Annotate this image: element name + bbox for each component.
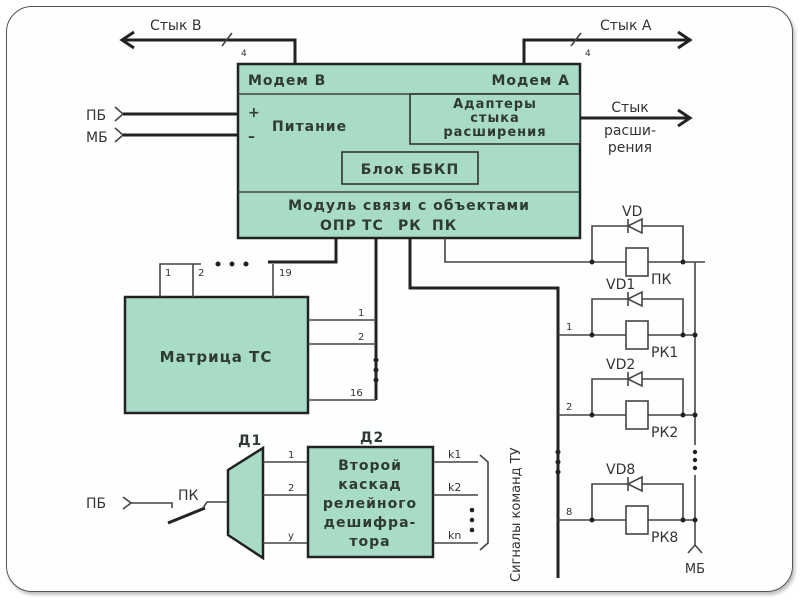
d1-label: Д1 — [238, 433, 262, 449]
d2-title-3: релейного — [323, 496, 417, 512]
bus-styk-b: Стык В 4 — [119, 18, 297, 65]
matrix-ts: Матрица ТС 1 2 19 1 2 16 — [123, 261, 379, 415]
plus-sign: + — [248, 105, 261, 121]
matrix-right-pin-16: 16 — [350, 388, 363, 399]
diode-icon — [626, 217, 643, 235]
bus-styk-a: Стык А 4 — [522, 18, 693, 65]
mb-label: МБ — [86, 130, 108, 146]
port-opr: ОПР — [320, 218, 357, 234]
matrix-top-pin-2: 2 — [198, 268, 204, 279]
matrix-title: Матрица ТС — [160, 348, 273, 366]
relay-label: РК1 — [651, 345, 678, 361]
d2-block — [306, 445, 435, 559]
port-rk: РК — [398, 218, 422, 234]
d2-out-k2: k2 — [448, 481, 461, 494]
bbkp-label: Блок ББКП — [361, 162, 459, 178]
adapters-block — [409, 93, 581, 145]
relay-coil — [625, 505, 649, 535]
minus-sign: – — [248, 129, 256, 145]
diode-label: VD — [622, 204, 642, 220]
d2-title-4: дешифра- — [324, 515, 417, 531]
module-label: Модуль связи с объектами — [288, 198, 530, 214]
d2-title-1: Второй — [338, 458, 402, 474]
ext-interface: Стык расши- рения — [580, 100, 693, 156]
ext-line-3: рения — [608, 140, 652, 156]
pb-label: ПБ — [86, 108, 106, 124]
d2-out-k1: k1 — [448, 448, 461, 461]
relay-coil — [625, 320, 649, 350]
relay-unit: VD ПК — [589, 204, 686, 288]
matrix-top-pin-19: 19 — [279, 268, 292, 279]
port-wires — [268, 238, 705, 578]
decoder-pb-label: ПБ — [86, 496, 106, 512]
modem-b-label: Модем В — [248, 73, 326, 89]
mb-bottom-label: МБ — [685, 562, 705, 577]
modem-a-label: Модем А — [491, 73, 570, 89]
relay-coil — [625, 247, 649, 277]
relay-label: ПК — [651, 272, 672, 288]
matrix-top-pin-1: 1 — [165, 268, 171, 279]
d1-block — [226, 445, 265, 561]
adapters-line-3: расширения — [443, 125, 546, 140]
d1-out-y: y — [288, 531, 294, 542]
d2-out-kn: kn — [448, 529, 461, 542]
bus-slash — [221, 32, 233, 47]
diode-label: VD8 — [606, 462, 635, 478]
d2-title-2: каскад — [338, 477, 402, 493]
port-ts: ТС — [362, 218, 384, 234]
output-brace — [479, 454, 489, 551]
styk-b-label: Стык В — [150, 18, 202, 34]
main-block: Модем В Модем А + – Питание Адаптеры сты… — [236, 62, 582, 240]
decoder-section: ПБ ПК Д1 1 2 y Д2 Второй каскад релейног… — [86, 430, 524, 582]
d1-out-1: 1 — [288, 450, 294, 461]
adapters-line-2: стыка — [470, 111, 520, 126]
decoder-pk-label: ПК — [178, 488, 199, 504]
d2-label: Д2 — [360, 430, 384, 446]
ext-line-1: Стык — [611, 100, 648, 116]
diode-icon — [626, 475, 643, 493]
relay-label: РК2 — [651, 425, 678, 441]
port-pk: ПК — [432, 218, 457, 234]
diode-label: VD2 — [606, 357, 635, 373]
line-number: 8 — [566, 507, 572, 518]
signals-label: Сигналы команд ТУ — [509, 447, 524, 582]
diode-icon — [626, 290, 643, 308]
adapters-line-1: Адаптеры — [453, 97, 537, 112]
line-number: 2 — [566, 402, 572, 413]
d1-out-2: 2 — [288, 483, 294, 494]
bus-width-b: 4 — [241, 49, 247, 59]
styk-a-label: Стык А — [600, 18, 652, 34]
bus-width-a: 4 — [585, 49, 591, 59]
relay-label: РК8 — [651, 530, 678, 546]
bbkp-block — [341, 151, 479, 185]
diode-icon — [626, 370, 643, 388]
pk-switch — [167, 506, 206, 525]
line-number: 1 — [566, 322, 572, 333]
power-label: Питание — [272, 119, 347, 135]
relay-coil — [625, 400, 649, 430]
d2-title-5: тора — [349, 534, 390, 550]
matrix-right-pin-1: 1 — [358, 308, 364, 319]
matrix-right-pin-2: 2 — [358, 332, 364, 343]
diode-label: VD1 — [606, 277, 635, 293]
ext-line-2: расши- — [604, 123, 656, 139]
bus-slash — [570, 32, 582, 47]
power-inputs: ПБ МБ — [86, 106, 238, 146]
